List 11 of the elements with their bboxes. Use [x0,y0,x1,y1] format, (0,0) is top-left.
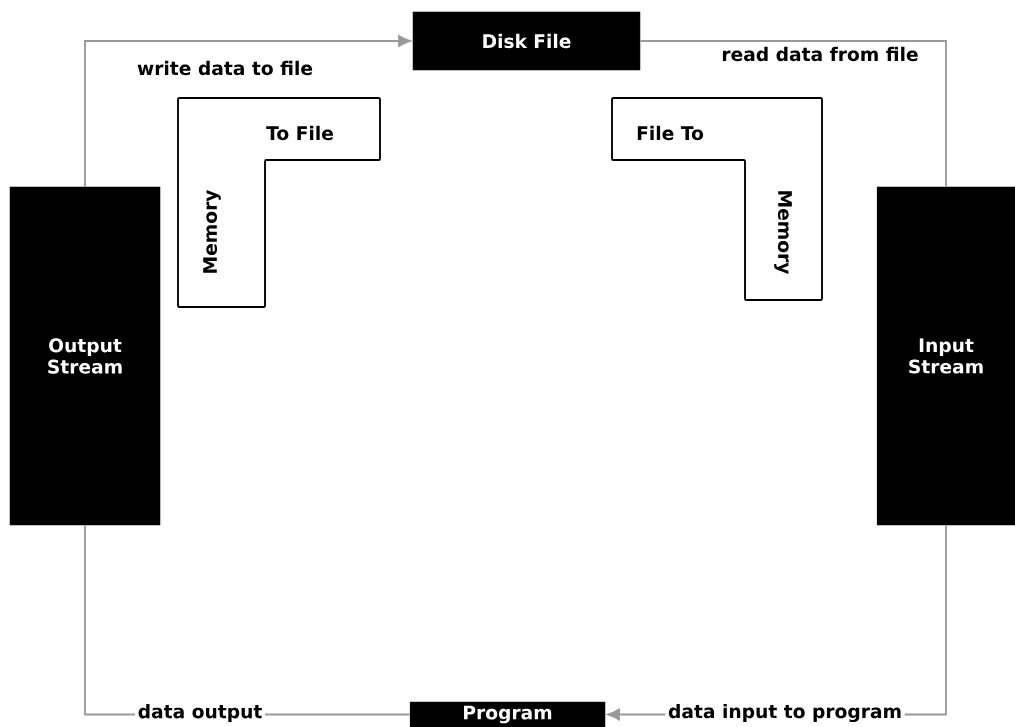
edge-label: data input to program [665,701,905,725]
stream-box: Input Stream [876,186,1015,526]
l-shaped-box: Memory To File [177,97,381,308]
stream-box: Output Stream [9,186,161,526]
l-shaped-box: File To Memory [611,97,823,301]
stream-box: Disk File [412,11,641,71]
edge-label: read data from file [718,44,922,64]
arrow [84,35,411,188]
stream-box: Program [409,701,606,727]
edge-label: write data to file [134,58,316,78]
edge-label: data output [135,701,265,725]
